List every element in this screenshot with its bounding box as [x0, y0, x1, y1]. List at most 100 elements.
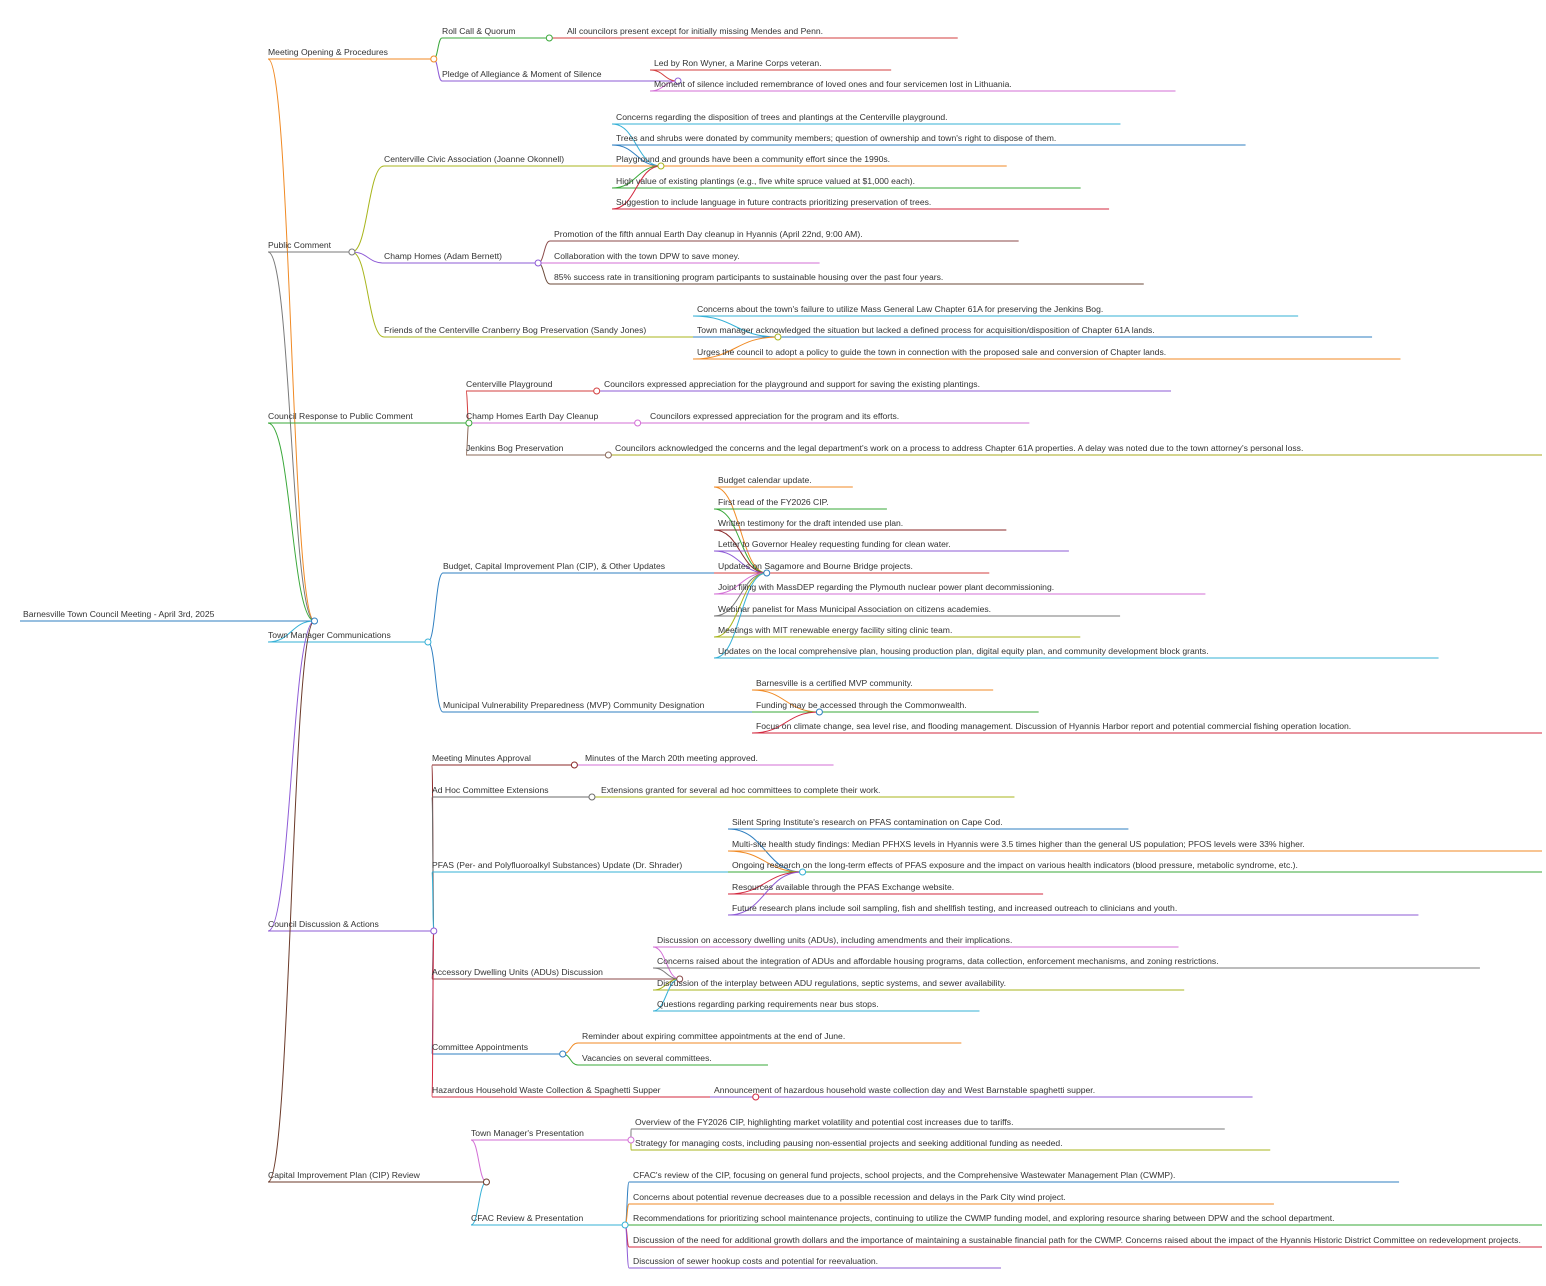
detail-connector — [692, 336, 778, 360]
detail-connector — [713, 550, 767, 574]
detail-node-label: Barnesville is a certified MVP community… — [756, 678, 913, 688]
branch-node-label: Town Manager Communications — [268, 630, 391, 640]
topic-collapse-toggle[interactable] — [559, 1050, 567, 1058]
topic-connector — [431, 930, 435, 1098]
detail-node-label: Concerns regarding the disposition of tr… — [616, 112, 948, 122]
topic-connector — [433, 58, 443, 82]
topic-collapse-toggle[interactable] — [593, 387, 601, 395]
topic-collapse-toggle[interactable] — [604, 451, 612, 459]
detail-connector — [727, 871, 803, 916]
topic-collapse-toggle[interactable] — [570, 761, 578, 769]
detail-connector — [537, 262, 551, 285]
detail-node-label: Questions regarding parking requirements… — [657, 999, 879, 1009]
topic-connector — [351, 251, 385, 264]
detail-node-label: Joint filing with MassDEP regarding the … — [718, 582, 1054, 592]
topic-node-label: Ad Hoc Committee Extensions — [432, 785, 549, 795]
detail-connector — [537, 240, 551, 264]
branch-collapse-toggle[interactable] — [482, 1178, 490, 1186]
topic-node-label: Centerville Playground — [466, 379, 553, 389]
topic-node-label: Champ Homes Earth Day Cleanup — [466, 411, 599, 421]
detail-node-label: Announcement of hazardous household wast… — [714, 1085, 1095, 1095]
topic-node-label: Centerville Civic Association (Joanne Ok… — [384, 154, 564, 164]
detail-connector — [751, 711, 820, 734]
detail-node-label: Ongoing research on the long-term effect… — [732, 860, 1298, 870]
detail-connector — [727, 871, 803, 895]
topic-collapse-toggle[interactable] — [763, 569, 771, 577]
detail-node-label: All councilors present except for initia… — [567, 26, 823, 36]
detail-connector — [713, 508, 767, 574]
topic-connector — [351, 251, 385, 338]
detail-node-label: Extensions granted for several ad hoc co… — [601, 785, 880, 795]
root-node-label: Barnesville Town Council Meeting - April… — [23, 609, 215, 619]
branch-collapse-toggle[interactable] — [430, 55, 438, 63]
detail-node-label: Overview of the FY2026 CIP, highlighting… — [635, 1117, 1014, 1127]
node-layer: Barnesville Town Council Meeting - April… — [23, 26, 1521, 1266]
topic-collapse-toggle[interactable] — [676, 975, 684, 983]
detail-node-label: Discussion of sewer hookup costs and pot… — [633, 1256, 878, 1266]
topic-collapse-toggle[interactable] — [799, 868, 807, 876]
topic-collapse-toggle[interactable] — [545, 34, 553, 42]
branch-collapse-toggle[interactable] — [465, 419, 473, 427]
detail-node-label: Recommendations for prioritizing school … — [633, 1213, 1335, 1223]
detail-node-label: Multi-site health study findings: Median… — [732, 839, 1305, 849]
topic-node-label: Committee Appointments — [432, 1042, 528, 1052]
detail-node-label: Collaboration with the town DPW to save … — [554, 251, 740, 261]
detail-connector — [713, 572, 767, 617]
branch-node-label: Capital Improvement Plan (CIP) Review — [268, 1170, 421, 1180]
topic-node-label: Town Manager's Presentation — [471, 1128, 584, 1138]
topic-node-label: Roll Call & Quorum — [442, 26, 516, 36]
topic-collapse-toggle[interactable] — [674, 77, 682, 85]
root-collapse-toggle[interactable] — [311, 617, 318, 625]
detail-connector — [713, 572, 767, 659]
detail-node-label: Budget calendar update. — [718, 475, 812, 485]
topic-node-label: PFAS (Per- and Polyfluoroalkyl Substance… — [432, 860, 682, 870]
topic-connector — [427, 572, 444, 643]
detail-node-label: Playground and grounds have been a commu… — [616, 154, 890, 164]
topic-node-label: Hazardous Household Waste Collection & S… — [432, 1085, 661, 1095]
detail-connector — [611, 165, 661, 210]
detail-node-label: Silent Spring Institute's research on PF… — [732, 817, 1003, 827]
detail-node-label: Updates on the local comprehensive plan,… — [718, 646, 1209, 656]
branch-collapse-toggle[interactable] — [430, 927, 438, 935]
detail-node-label: Concerns raised about the integration of… — [657, 956, 1219, 966]
topic-connector — [427, 641, 444, 713]
detail-node-label: Vacancies on several committees. — [582, 1053, 712, 1063]
detail-node-label: Councilors expressed appreciation for th… — [650, 411, 899, 421]
topic-node-label: Friends of the Centerville Cranberry Bog… — [384, 325, 646, 335]
topic-connector — [351, 165, 385, 253]
detail-node-label: Updates on Sagamore and Bourne Bridge pr… — [718, 561, 913, 571]
topic-connector — [470, 1139, 487, 1183]
topic-node-label: Jenkins Bog Preservation — [466, 443, 564, 453]
detail-node-label: Discussion on accessory dwelling units (… — [657, 935, 1012, 945]
topic-collapse-toggle[interactable] — [534, 259, 542, 267]
topic-collapse-toggle[interactable] — [634, 419, 642, 427]
branch-collapse-toggle[interactable] — [348, 248, 356, 256]
topic-collapse-toggle[interactable] — [752, 1093, 760, 1101]
detail-node-label: Concerns about potential revenue decreas… — [633, 1192, 1066, 1202]
detail-node-label: Reminder about expiring committee appoin… — [582, 1031, 845, 1041]
detail-node-label: Webinar panelist for Mass Municipal Asso… — [718, 604, 991, 614]
topic-collapse-toggle[interactable] — [621, 1221, 629, 1229]
detail-node-label: Resources available through the PFAS Exc… — [732, 882, 954, 892]
topic-collapse-toggle[interactable] — [627, 1136, 635, 1144]
detail-node-label: Letter to Governor Healey requesting fun… — [718, 539, 951, 549]
detail-node-label: Written testimony for the draft intended… — [718, 518, 903, 528]
topic-collapse-toggle[interactable] — [815, 708, 823, 716]
detail-node-label: High value of existing plantings (e.g., … — [616, 176, 915, 186]
detail-node-label: Trees and shrubs were donated by communi… — [616, 133, 1056, 143]
detail-node-label: Councilors acknowledged the concerns and… — [615, 443, 1303, 453]
detail-node-label: Discussion of the interplay between ADU … — [657, 978, 1006, 988]
topic-collapse-toggle[interactable] — [657, 162, 665, 170]
topic-collapse-toggle[interactable] — [774, 333, 782, 341]
branch-collapse-toggle[interactable] — [424, 638, 432, 646]
connector-layer — [20, 37, 1542, 1269]
branch-connector — [267, 58, 315, 622]
topic-collapse-toggle[interactable] — [588, 793, 596, 801]
branch-node-label: Meeting Opening & Procedures — [268, 47, 388, 57]
topic-node-label: CFAC Review & Presentation — [471, 1213, 583, 1223]
branch-node-label: Council Response to Public Comment — [268, 411, 413, 421]
detail-node-label: Concerns about the town's failure to uti… — [697, 304, 1103, 314]
topic-node-label: Budget, Capital Improvement Plan (CIP), … — [443, 561, 665, 571]
branch-connector — [267, 620, 315, 1183]
